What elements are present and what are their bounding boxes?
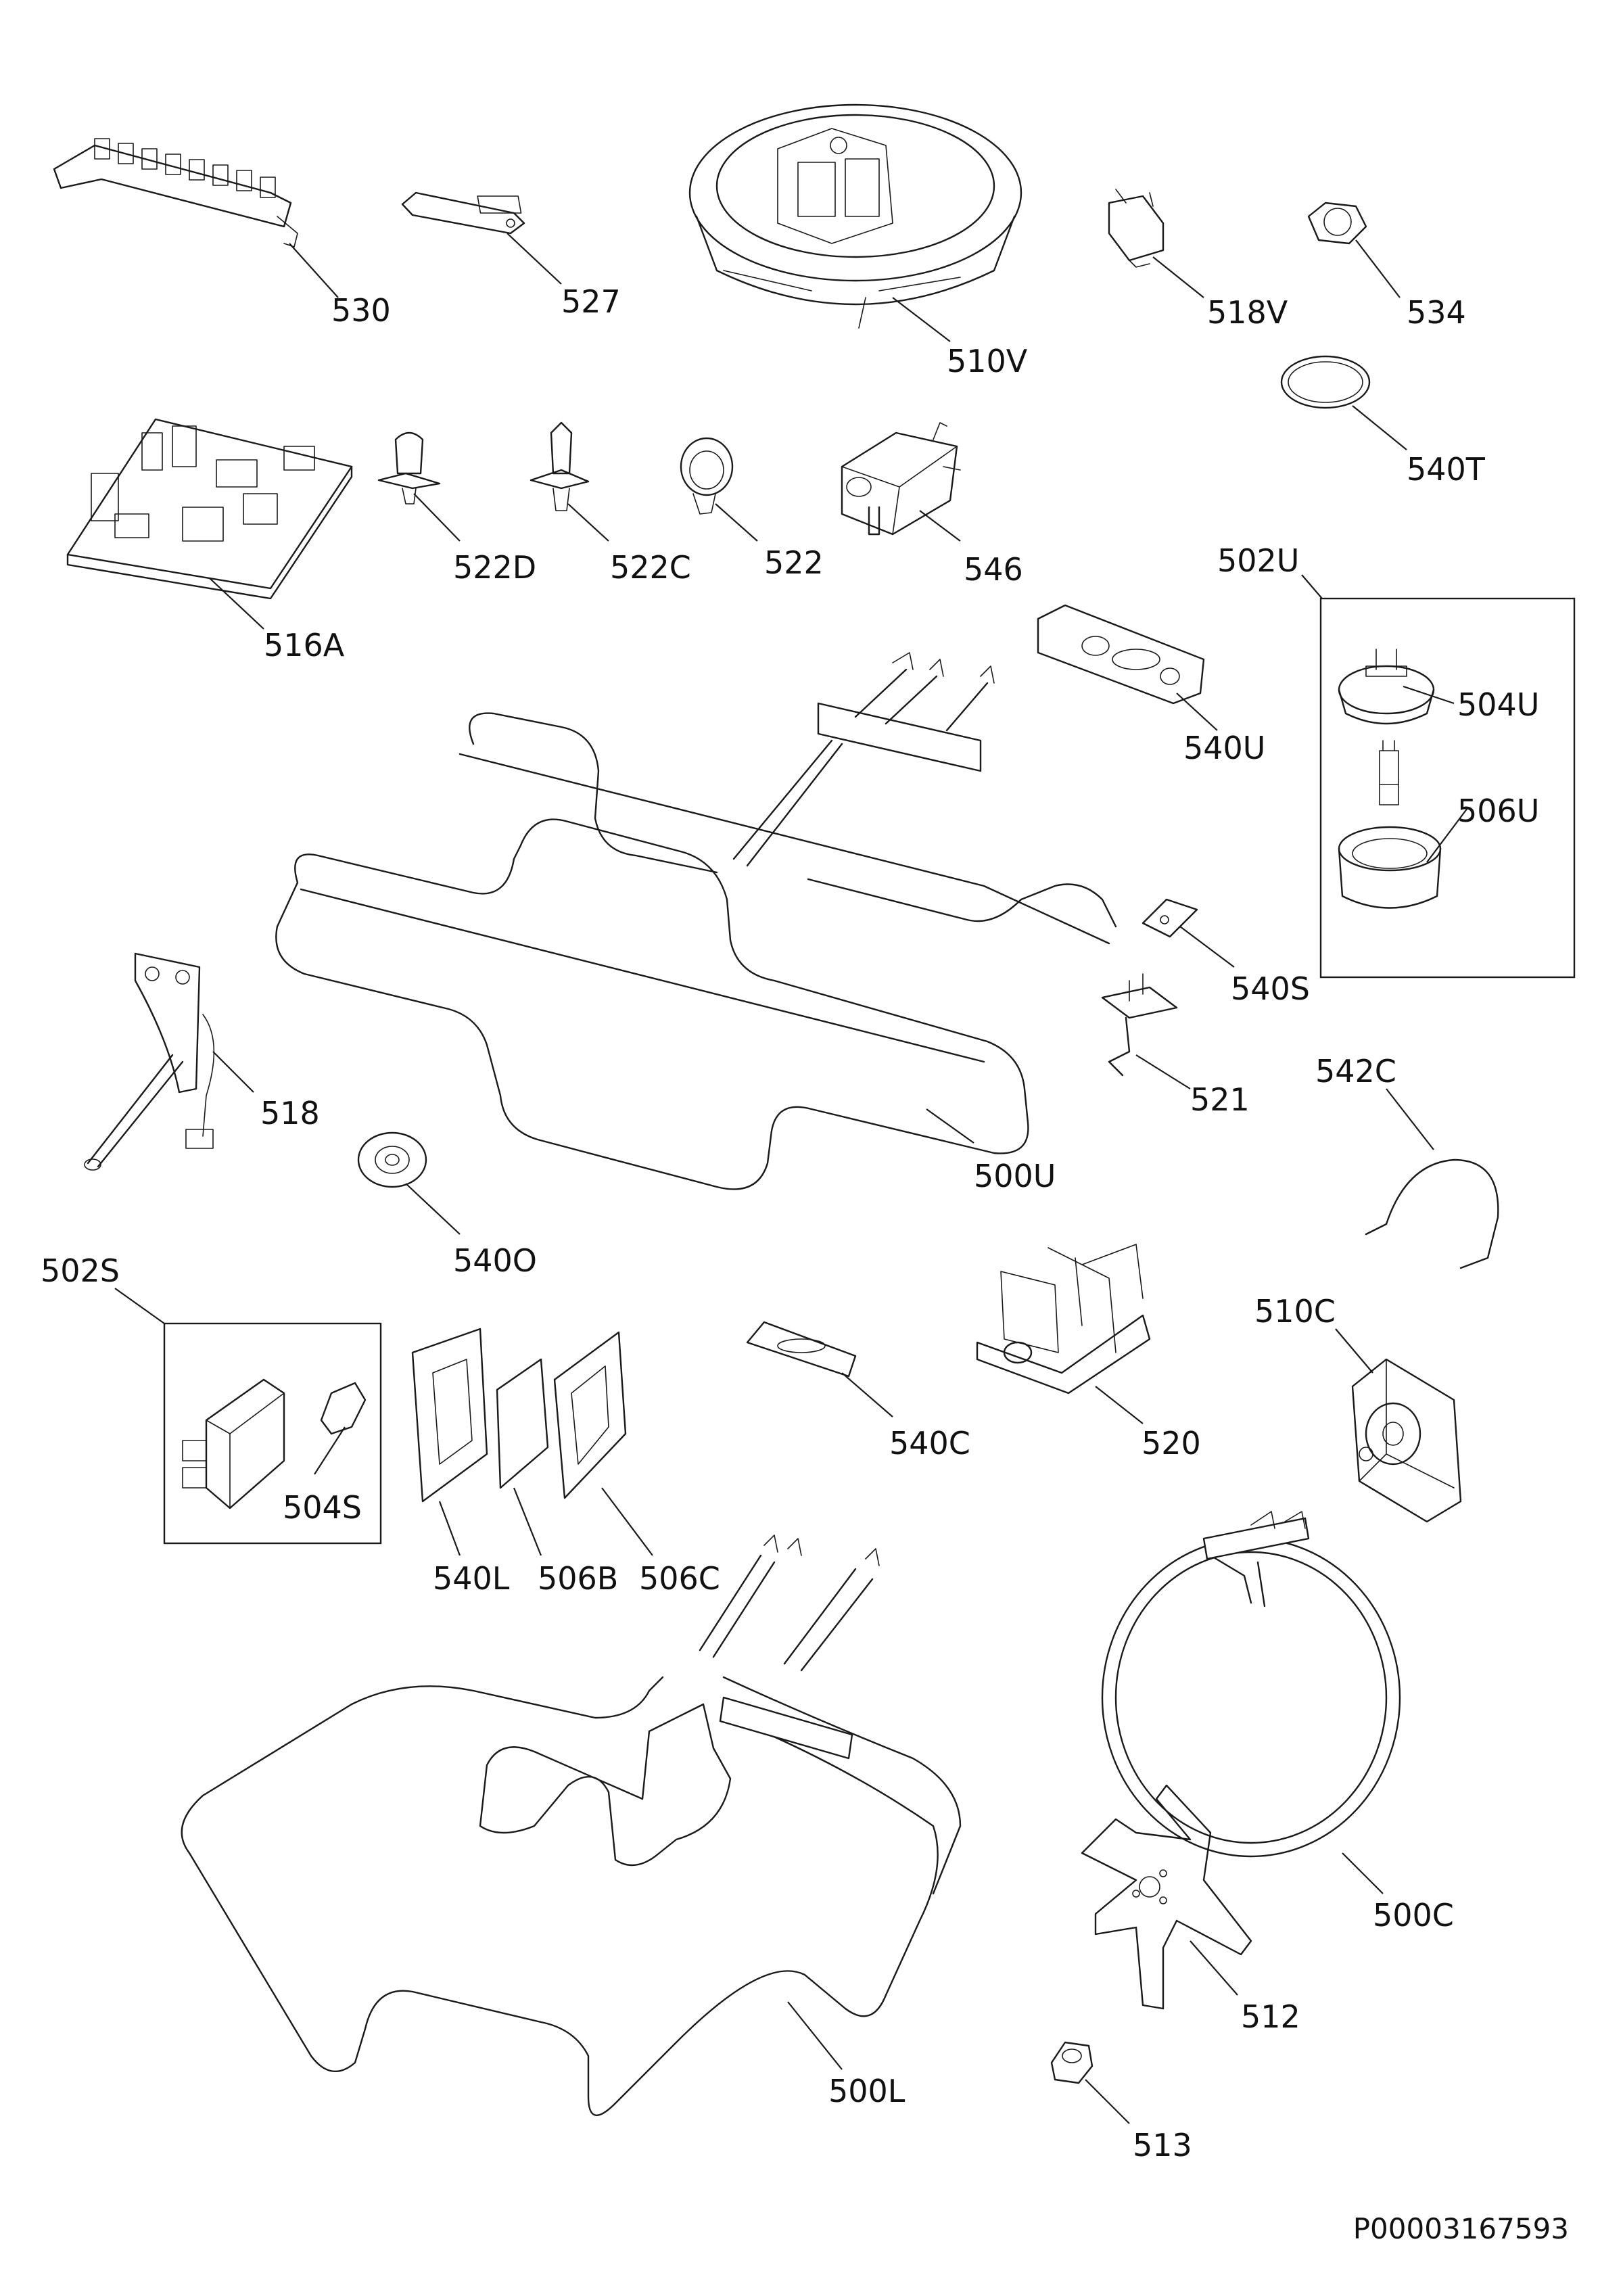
- part-542C-wire-spring: [1365, 1158, 1499, 1269]
- label-506U: 506U: [1457, 793, 1539, 829]
- label-500U: 500U: [974, 1158, 1056, 1194]
- part-502S-group-frame: [163, 1322, 382, 1545]
- label-504U: 504U: [1457, 686, 1539, 723]
- part-546-filter: [841, 422, 961, 536]
- label-540C: 540C: [889, 1425, 970, 1461]
- label-522D: 522D: [453, 549, 536, 586]
- part-520-switch-assembly: [976, 1244, 1151, 1395]
- label-527: 527: [561, 283, 621, 320]
- part-540U-gasket-plate: [1037, 604, 1205, 705]
- part-534-nut: [1307, 202, 1367, 245]
- part-540T-ring-gasket: [1280, 355, 1371, 409]
- label-506C: 506C: [639, 1560, 720, 1597]
- label-540L: 540L: [433, 1560, 510, 1597]
- part-506B-glass-plate: [496, 1358, 549, 1489]
- part-518V-thermostat: [1108, 189, 1165, 268]
- part-500L-lower-heating-element: [181, 1534, 962, 2116]
- label-530: 530: [331, 292, 391, 329]
- part-540L-gasket-frame: [411, 1328, 488, 1503]
- part-540O-grommet: [357, 1131, 427, 1188]
- part-513-nut: [1050, 2041, 1093, 2084]
- part-540S-small-plate: [1142, 898, 1198, 938]
- label-518: 518: [260, 1095, 320, 1131]
- label-522C: 522C: [610, 549, 691, 586]
- label-512: 512: [1241, 1998, 1300, 2035]
- part-504U-lamp-socket: [1338, 649, 1435, 805]
- part-512-fan-blade: [1081, 1784, 1252, 2010]
- part-labels: 530 527 510V 518V 534 540T 516A 522D 522…: [41, 283, 1539, 2163]
- part-510V-cooling-fan: [688, 103, 1022, 329]
- label-542C: 542C: [1315, 1053, 1396, 1090]
- label-516A: 516A: [264, 627, 345, 663]
- label-518V: 518V: [1207, 294, 1288, 331]
- part-510C-fan-motor: [1351, 1358, 1462, 1523]
- part-522D-clip: [377, 431, 441, 505]
- label-500C: 500C: [1373, 1897, 1454, 1934]
- part-506U-lamp-cover: [1338, 826, 1442, 909]
- part-500U-upper-heating-element: [275, 652, 1117, 1190]
- diagram-code: P00003167593: [1353, 2212, 1569, 2245]
- part-516A-control-board: [66, 418, 353, 600]
- label-520: 520: [1142, 1425, 1201, 1461]
- label-540O: 540O: [453, 1242, 537, 1279]
- part-502S-switch-housing: [182, 1378, 285, 1509]
- label-502S: 502S: [41, 1252, 120, 1289]
- label-534: 534: [1407, 294, 1466, 331]
- part-518-sensor-probe: [84, 952, 215, 1171]
- label-506B: 506B: [538, 1560, 618, 1597]
- part-506C-seal-frame: [553, 1331, 627, 1499]
- part-530-terminal-block: [53, 138, 298, 248]
- label-521: 521: [1190, 1081, 1250, 1118]
- label-513: 513: [1133, 2127, 1192, 2163]
- label-510V: 510V: [947, 343, 1028, 379]
- label-522: 522: [764, 544, 824, 581]
- part-521-support-bracket: [1101, 973, 1178, 1077]
- label-502U: 502U: [1217, 542, 1299, 579]
- label-500L: 500L: [828, 2073, 905, 2109]
- part-504S-connector: [320, 1382, 367, 1435]
- label-540S: 540S: [1231, 970, 1310, 1007]
- label-546: 546: [964, 551, 1023, 588]
- part-540C-gasket-plate: [746, 1321, 857, 1378]
- part-527-bracket: [401, 191, 525, 235]
- part-522C-clip: [530, 421, 590, 511]
- label-540T: 540T: [1407, 451, 1486, 488]
- label-510C: 510C: [1254, 1293, 1336, 1330]
- part-522-cable-clamp: [680, 437, 734, 515]
- part-502U-group-frame: [1319, 597, 1576, 979]
- label-540U: 540U: [1183, 730, 1265, 766]
- part-500C-circular-element: [1101, 1511, 1401, 1858]
- label-504S: 504S: [283, 1489, 362, 1526]
